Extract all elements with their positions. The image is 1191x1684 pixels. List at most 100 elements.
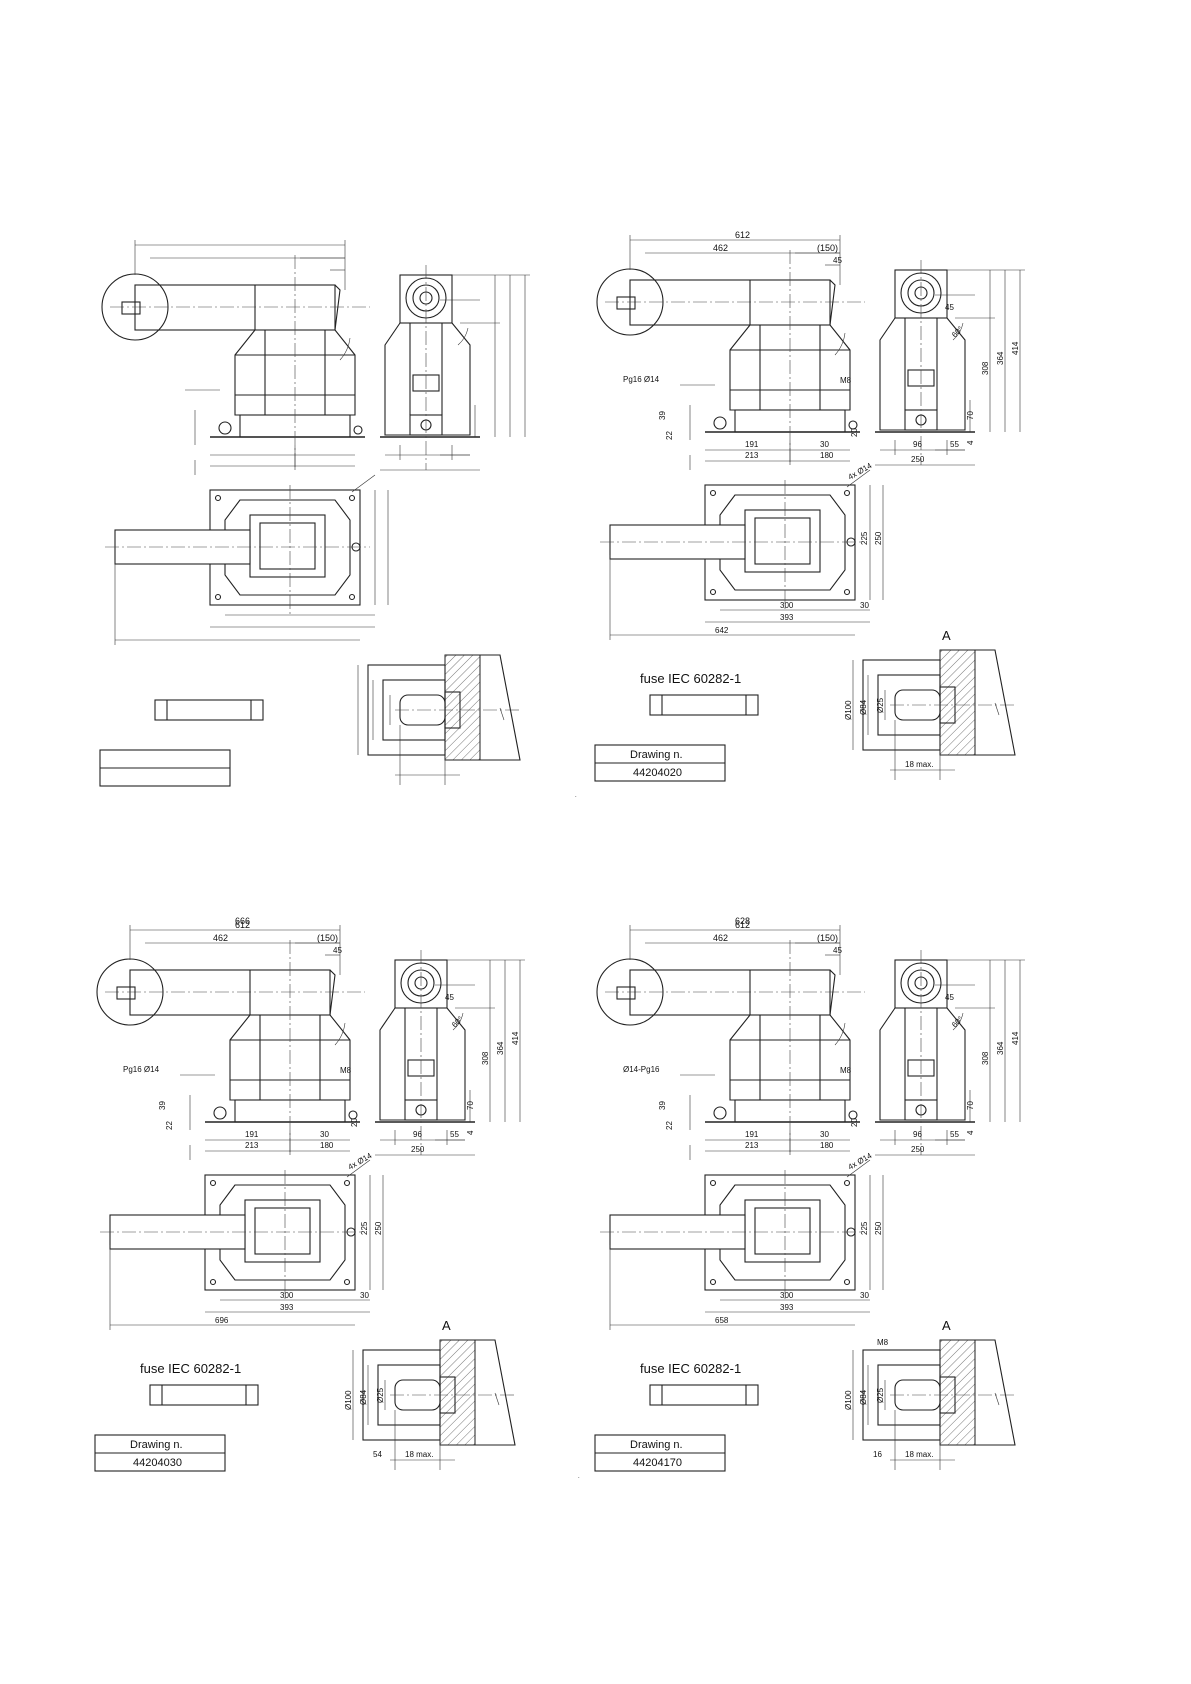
- q3-label-top-2: 462: [213, 933, 228, 943]
- q3-label-bot-1: 191: [245, 1130, 259, 1139]
- q2-label-drawing-number: 44204020: [633, 767, 682, 779]
- q3-label-side-6: 96: [413, 1130, 422, 1139]
- q3-label-top-1: 612: [235, 920, 250, 930]
- q4-label-side-5: 70: [966, 1101, 975, 1110]
- q2-label-top-1: 612: [735, 230, 750, 240]
- q4-label-side-2: 308: [981, 1051, 990, 1065]
- q3-label-bot-4: 213: [245, 1141, 259, 1150]
- q4-label-plan-3: 300: [780, 1291, 794, 1300]
- q3-label-left-1: 39: [158, 1101, 167, 1110]
- q4-label-top-3: (150): [817, 933, 838, 943]
- q4-label-left-2: 22: [665, 1121, 674, 1130]
- q4-label-detail-4: 18 max.: [905, 1450, 933, 1459]
- q4-label-side-7: 55: [950, 1130, 959, 1139]
- q3-label-side-2: 308: [481, 1051, 490, 1065]
- q4-label-side-1: 45: [945, 993, 954, 1002]
- drawing-q3: [94, 924, 526, 1472]
- q2-label-plan-1: 225: [860, 531, 869, 545]
- q3-label-side-3: 364: [496, 1041, 505, 1055]
- q2-label-side-4: 414: [1011, 341, 1020, 355]
- q4-label-bot-5: 180: [820, 1141, 834, 1150]
- q2-label-drawing-label: Drawing n.: [630, 749, 683, 761]
- q2-label-side-8: 4: [966, 440, 975, 445]
- q4-label-bot-4: 213: [745, 1141, 759, 1150]
- q2-label-side-6: 96: [913, 440, 922, 449]
- q3-label-bot-2: 30: [320, 1130, 329, 1139]
- q4-label-top-5: 628: [735, 916, 750, 926]
- q3-label-detail-4: 18 max.: [405, 1450, 433, 1459]
- q4-label-plan-total: 658: [715, 1316, 729, 1325]
- q2-label-detail-4: 18 max.: [905, 760, 933, 769]
- q3-label-left-2: 22: [165, 1121, 174, 1130]
- q4-label-fuse: fuse IEC 60282-1: [640, 1361, 741, 1376]
- q3-label-earth: M8: [340, 1066, 352, 1075]
- q4-label-detail-3: Ø25: [876, 1387, 885, 1403]
- q4-label-bot-2: 30: [820, 1130, 829, 1139]
- q4-label-detail-2: Ø84: [859, 1389, 868, 1405]
- q4-label-detail-title: A: [942, 1318, 951, 1333]
- q3-label-plan-total: 696: [215, 1316, 229, 1325]
- q4-label-top-1: 612: [735, 920, 750, 930]
- q4-label-plan-hole: 4x Ø14: [847, 1151, 874, 1172]
- q4-label-detail-6: M8: [877, 1338, 889, 1347]
- q4-label-earth: M8: [840, 1066, 852, 1075]
- q3-label-plan-4: 30: [360, 1291, 369, 1300]
- q2-label-plan-3: 300: [780, 601, 794, 610]
- q3-label-plan-2: 250: [374, 1221, 383, 1235]
- q2-label-top-2: 462: [713, 243, 728, 253]
- q4-label-bot-1: 191: [745, 1130, 759, 1139]
- q2-label-earth: M8: [840, 376, 852, 385]
- q4-label-cable-gland: Ø14-Pg16: [623, 1065, 660, 1074]
- page-dot: .: [578, 1474, 580, 1480]
- q3-label-side-5: 70: [466, 1101, 475, 1110]
- q3-label-cable-gland: Pg16 Ø14: [123, 1065, 160, 1074]
- q4-label-top-4: 45: [833, 946, 842, 955]
- q2-label-side-5: 70: [966, 411, 975, 420]
- q4-label-side-3: 364: [996, 1041, 1005, 1055]
- q2-label-side-7: 55: [950, 440, 959, 449]
- q3-label-side-1: 45: [445, 993, 454, 1002]
- q3-label-side-8: 4: [466, 1130, 475, 1135]
- q2-label-bot-4: 213: [745, 451, 759, 460]
- q3-label-detail-5: 54: [373, 1450, 382, 1459]
- q3-label-detail-1: Ø100: [344, 1390, 353, 1410]
- q2-label-bot-2: 30: [820, 440, 829, 449]
- q4-label-drawing-number: 44204170: [633, 1457, 682, 1469]
- q2-label-plan-5: 393: [780, 613, 794, 622]
- q3-label-drawing-label: Drawing n.: [130, 1439, 183, 1451]
- q2-label-plan-hole: 4x Ø14: [847, 461, 874, 482]
- q3-label-detail-2: Ø84: [359, 1389, 368, 1405]
- q2-label-side-1: 45: [945, 303, 954, 312]
- q4-label-plan-1: 225: [860, 1221, 869, 1235]
- q2-label-cable-gland: Pg16 Ø14: [623, 375, 660, 384]
- q4-label-side-9: 250: [911, 1145, 925, 1154]
- q2-label-detail-title: A: [942, 628, 951, 643]
- q4-label-plan-4: 30: [860, 1291, 869, 1300]
- drawing-q1: [99, 239, 531, 787]
- q4-label-left-1: 39: [658, 1101, 667, 1110]
- q3-label-side-7: 55: [450, 1130, 459, 1139]
- q2-label-side-9: 250: [911, 455, 925, 464]
- q2-label-bot-3: 20: [850, 428, 859, 437]
- q2-label-plan-4: 30: [860, 601, 869, 610]
- q3-label-side-9: 250: [411, 1145, 425, 1154]
- q4-label-side-4: 414: [1011, 1031, 1020, 1045]
- q2-label-detail-3: Ø25: [876, 697, 885, 713]
- q2-label-top-4: 45: [833, 256, 842, 265]
- q3-label-plan-hole: 4x Ø14: [347, 1151, 374, 1172]
- drawing-q4: [594, 924, 1026, 1472]
- q2-label-left-1: 39: [658, 411, 667, 420]
- q3-label-plan-1: 225: [360, 1221, 369, 1235]
- q4-label-side-8: 4: [966, 1130, 975, 1135]
- q3-label-plan-3: 300: [280, 1291, 294, 1300]
- q4-label-plan-5: 393: [780, 1303, 794, 1312]
- page-dot: .: [575, 793, 577, 799]
- q4-label-detail-5: 16: [873, 1450, 882, 1459]
- q2-label-side-3: 364: [996, 351, 1005, 365]
- q2-label-plan-total: 642: [715, 626, 729, 635]
- q2-label-plan-2: 250: [874, 531, 883, 545]
- q3-label-bot-5: 180: [320, 1141, 334, 1150]
- q4-label-plan-2: 250: [874, 1221, 883, 1235]
- q3-label-top-4: 45: [333, 946, 342, 955]
